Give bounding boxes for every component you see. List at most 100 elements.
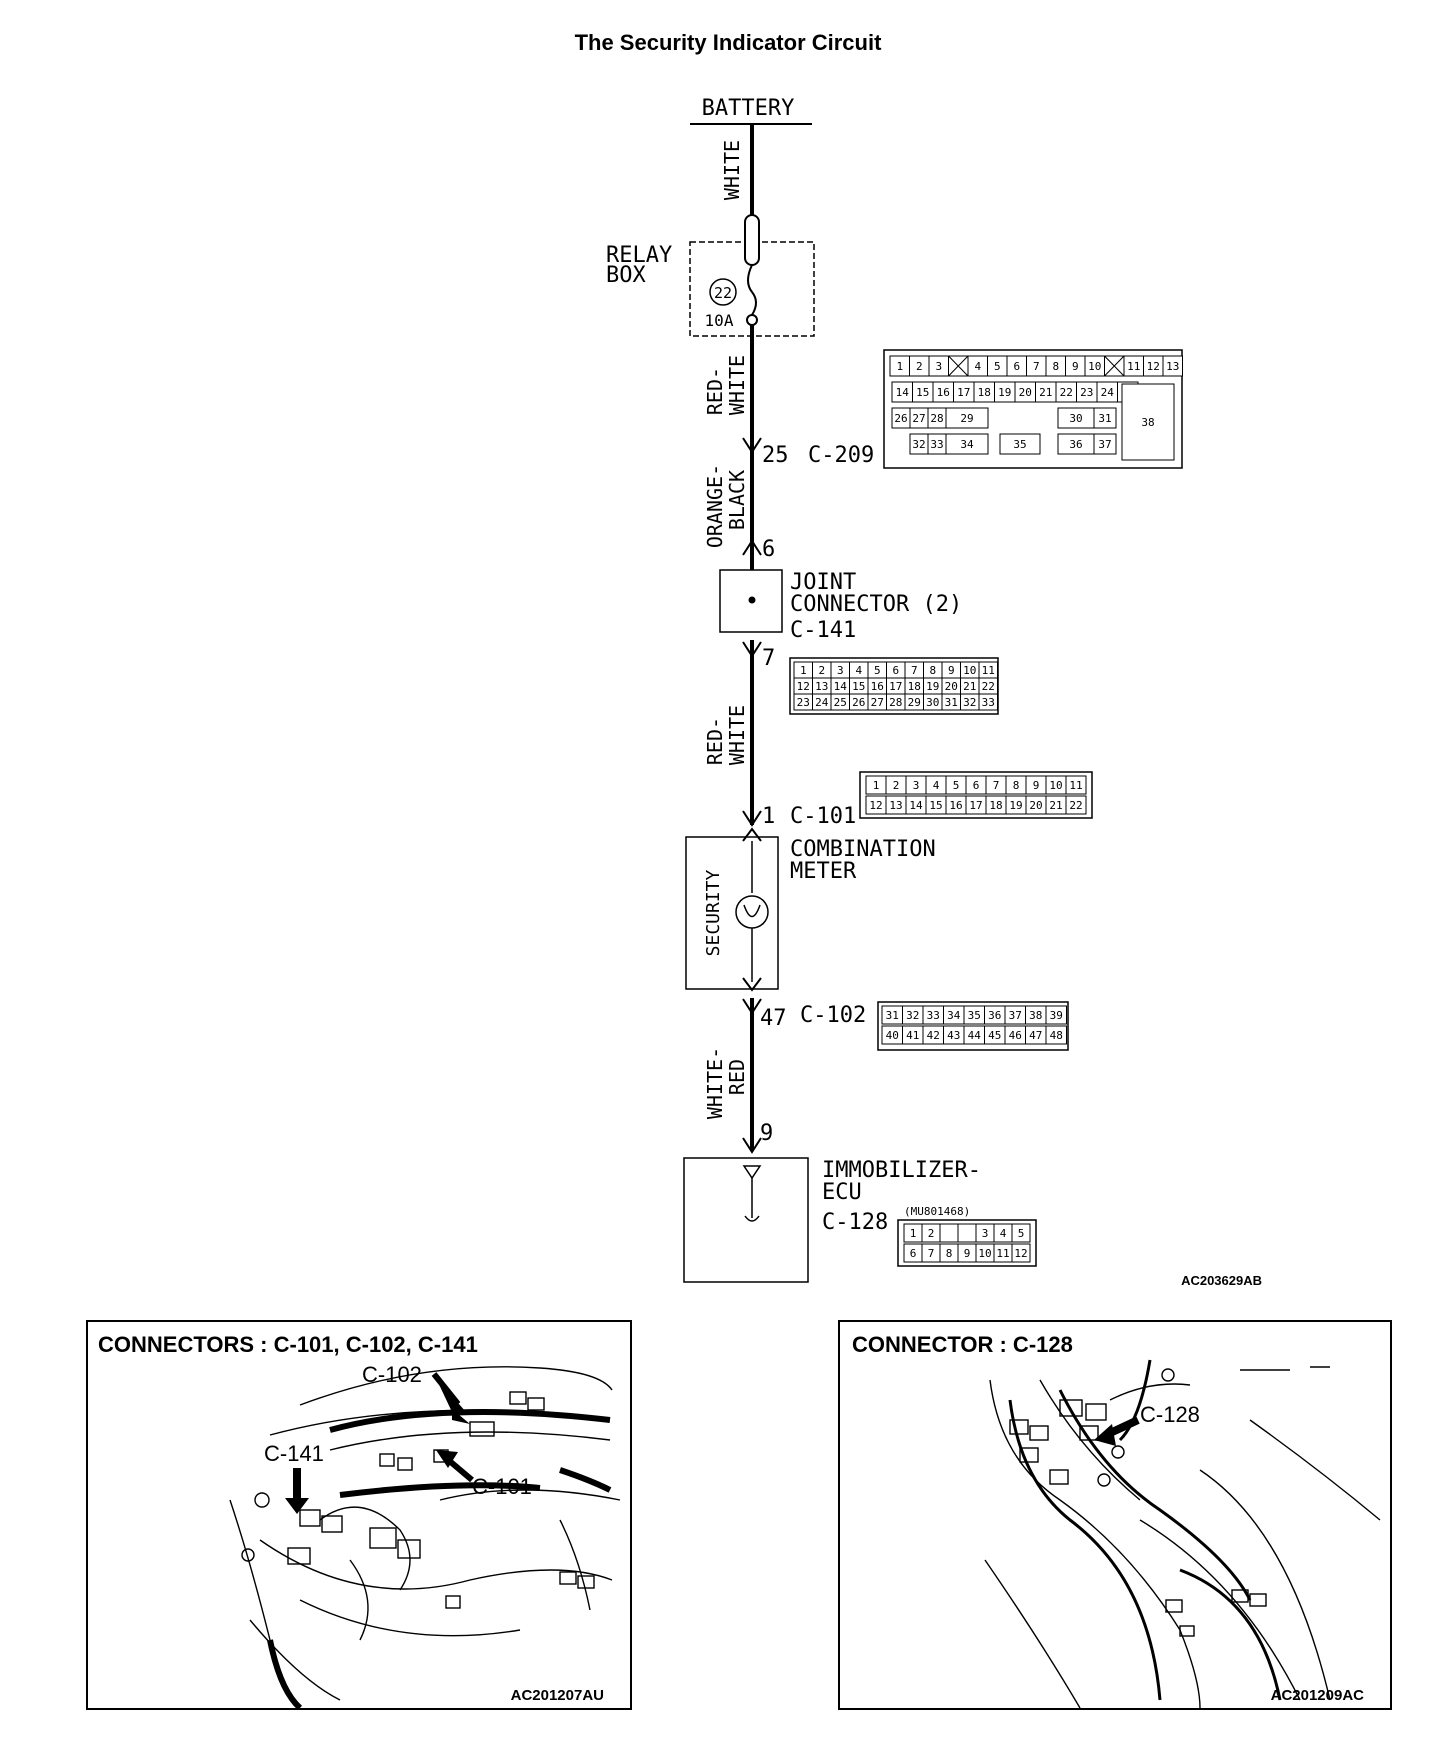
connector-pin-number: 26 — [894, 412, 907, 425]
ecu-part-number: (MU801468) — [904, 1205, 970, 1218]
connector-pin-number: 1 — [800, 664, 807, 677]
connector-id-c101: C-101 — [790, 804, 856, 829]
fuse-number-circle — [709, 278, 737, 306]
connector-pin-number: 17 — [889, 680, 902, 693]
connector-pin-number: 2 — [916, 360, 923, 373]
connector-pin-number: 4 — [974, 360, 981, 373]
connector-pin-number: 27 — [912, 412, 925, 425]
connector-pin-number: 2 — [818, 664, 825, 677]
wire-label-red-white-1: RED- WHITE — [703, 355, 749, 415]
pin-jc-out: 7 — [762, 646, 775, 671]
connector-pin-number: 7 — [928, 1247, 935, 1260]
connector-pin-number: 6 — [910, 1247, 917, 1260]
connector-cavity — [945, 433, 989, 455]
connector-pin-number: 9 — [1033, 779, 1040, 792]
connector-pin-number: 3 — [913, 779, 920, 792]
connector-pin-number: 20 — [1029, 799, 1042, 812]
wire-label-orange-black: ORANGE- BLACK — [703, 452, 749, 548]
connector-cavity — [1162, 355, 1183, 377]
immobilizer-ecu-box — [683, 1157, 809, 1283]
fuse-rating: 10A — [705, 311, 734, 330]
connector-cavity — [1011, 1243, 1031, 1263]
fuse-terminal — [746, 314, 758, 326]
connector-pin-number: 15 — [916, 386, 929, 399]
connector-pin-number: 31 — [1098, 412, 1111, 425]
connector-pin-number: 1 — [873, 779, 880, 792]
connector-pin-number: 19 — [1009, 799, 1022, 812]
panel-right-title: CONNECTOR : C-128 — [852, 1332, 1073, 1357]
joint-node — [748, 596, 756, 604]
connector-pin-number: 18 — [989, 799, 1002, 812]
connector-pin-number: 16 — [871, 680, 884, 693]
connector-pin-number: 48 — [1050, 1029, 1063, 1042]
connector-cavity — [1065, 775, 1087, 795]
security-indicator-lamp — [735, 895, 769, 929]
panel-connector-c128-location: CONNECTOR : C-128 — [838, 1320, 1392, 1710]
console-sketch — [984, 1366, 1381, 1709]
panel-left-label-c101: C-101 — [472, 1474, 532, 1499]
pin-marker-c102 — [742, 998, 762, 1015]
connector-pin-number: 16 — [937, 386, 950, 399]
connector-pin-number: 10 — [1088, 360, 1101, 373]
connector-pin-number: 10 — [978, 1247, 991, 1260]
connector-pin-number: 11 — [1127, 360, 1140, 373]
connector-pin-number: 11 — [982, 664, 995, 677]
connector-pin-number: 38 — [1141, 416, 1154, 429]
connector-pin-number: 30 — [926, 696, 939, 709]
connector-pin-number: 29 — [908, 696, 921, 709]
connector-pin-number: 35 — [968, 1009, 981, 1022]
connector-housing — [897, 1219, 1037, 1267]
connector-pin-number: 43 — [947, 1029, 960, 1042]
connector-pin-number: 32 — [963, 696, 976, 709]
connector-pin-number: 19 — [926, 680, 939, 693]
connector-pin-number: 20 — [1019, 386, 1032, 399]
joint-connector-label: JOINT CONNECTOR (2) — [790, 570, 962, 617]
combination-meter-box — [685, 836, 779, 990]
connector-pin-number: 6 — [1013, 360, 1020, 373]
connector-pin-number: 4 — [1000, 1227, 1007, 1240]
connector-pin-number: 40 — [886, 1029, 899, 1042]
connector-pin-number: 34 — [947, 1009, 961, 1022]
pin-ecu: 9 — [760, 1121, 773, 1146]
connector-id-c102: C-102 — [800, 1003, 866, 1028]
arrow-c141 — [285, 1498, 309, 1514]
connector-pin-number: 21 — [963, 680, 976, 693]
relay-box — [689, 241, 815, 337]
connector-cavity — [957, 1223, 977, 1243]
connector-pin-number: 8 — [1052, 360, 1059, 373]
wire-harness-console — [1008, 1359, 1282, 1701]
connector-pin-number: 22 — [982, 680, 995, 693]
wire-label-white-red: WHITE- RED — [703, 1035, 749, 1119]
connector-pin-number: 8 — [946, 1247, 953, 1260]
panel-right-label-c128: C-128 — [1140, 1402, 1200, 1427]
connector-cavity — [1045, 1005, 1067, 1025]
connector-pin-number: 10 — [1049, 779, 1062, 792]
ecu-input-symbol — [742, 1165, 762, 1180]
connector-cavity — [1121, 383, 1175, 461]
connector-pin-number: 5 — [994, 360, 1001, 373]
connector-pin-number: 12 — [869, 799, 882, 812]
connector-pin-number: 6 — [892, 664, 899, 677]
connector-pin-number: 24 — [815, 696, 829, 709]
wire-label-red-white-2: RED- WHITE — [703, 705, 749, 765]
pin-c209: 25 — [762, 443, 789, 468]
connector-housing — [883, 349, 1183, 469]
connector-pin-number: 42 — [927, 1029, 940, 1042]
connector-pin-number: 10 — [963, 664, 976, 677]
pin-marker-ecu — [742, 1137, 762, 1154]
connector-pin-number: 31 — [886, 1009, 899, 1022]
connector-cavity — [945, 407, 989, 429]
pin-c101: 1 — [762, 804, 775, 829]
connector-cavity — [1045, 1025, 1067, 1045]
connector-pin-number: 1 — [910, 1227, 917, 1240]
connector-pin-number: 21 — [1039, 386, 1052, 399]
battery-label: BATTERY — [702, 96, 795, 121]
panel-left-label-c102: C-102 — [362, 1362, 422, 1387]
connector-pin-number: 16 — [949, 799, 962, 812]
connector-pin-number: 11 — [1069, 779, 1082, 792]
connector-pin-number: 3 — [982, 1227, 989, 1240]
meter-out-marker — [742, 977, 762, 992]
